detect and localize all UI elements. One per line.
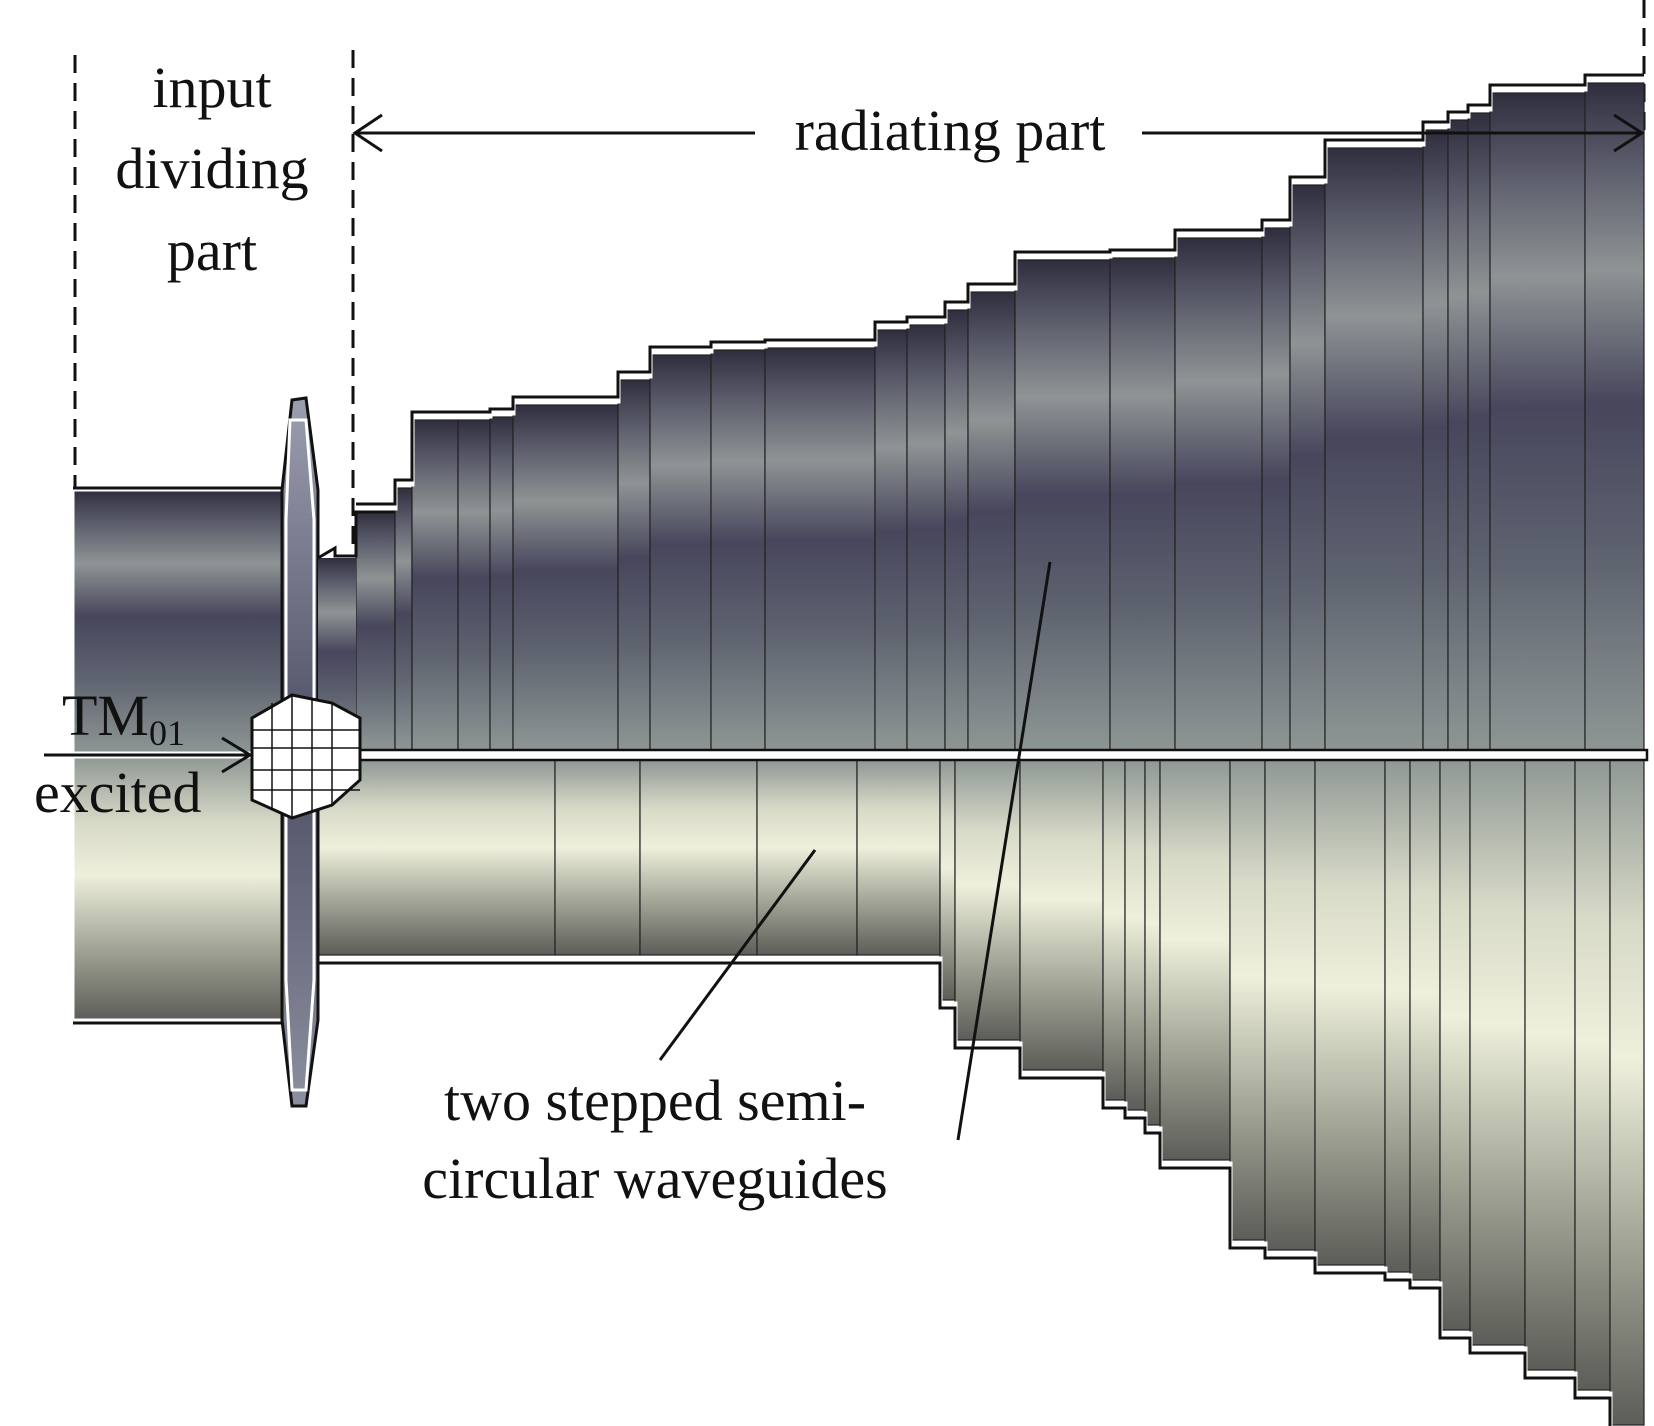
lower-waveguide-step — [1384, 759, 1411, 1273]
upper-waveguide-step — [764, 347, 876, 751]
upper-waveguide-step — [1422, 129, 1449, 751]
lower-waveguide-step — [1409, 759, 1441, 1281]
leader-line-lower — [658, 849, 817, 1061]
upper-waveguide-step — [906, 324, 946, 751]
upper-waveguide-step — [1447, 119, 1469, 751]
upper-waveguide-step — [617, 379, 651, 751]
input-waveguide-lower — [71, 755, 287, 1022]
leader-lines — [658, 561, 1052, 1141]
upper-waveguide-step — [394, 487, 413, 751]
upper-waveguide-step — [1467, 112, 1491, 751]
upper-waveguide-step — [967, 291, 1016, 751]
lower-waveguide-step — [1264, 759, 1316, 1251]
upper-waveguide-step — [1324, 147, 1424, 751]
upper-waveguide-step — [874, 329, 908, 751]
lower-waveguide-step — [1019, 759, 1104, 1071]
lower-waveguide-step — [1609, 759, 1645, 1426]
lower-waveguide-step — [554, 759, 641, 956]
lower-waveguide-step — [1439, 759, 1471, 1331]
upper-waveguide-step — [489, 416, 514, 751]
input-port — [250, 693, 362, 820]
upper-waveguide-step — [457, 419, 491, 751]
upper-waveguide-step — [355, 511, 396, 751]
neck-outline — [317, 510, 395, 560]
upper-step-outline — [356, 73, 1644, 506]
upper-waveguide-step — [1014, 259, 1111, 751]
input-label-line2: dividing — [115, 136, 308, 201]
lower-waveguide-step — [856, 759, 941, 956]
lower-waveguide-step — [756, 759, 858, 956]
lower-waveguide-step — [1469, 759, 1526, 1346]
input-waveguide-upper — [71, 488, 287, 755]
upper-waveguide-step — [1261, 227, 1291, 751]
lower-waveguide-step — [1144, 759, 1161, 1126]
leader-line-upper — [956, 561, 1052, 1141]
radiating-part-label: radiating part — [795, 98, 1106, 163]
dividing-disk-inner — [284, 418, 316, 1092]
radiating-arrow — [352, 113, 1645, 153]
lower-waveguide-step — [1102, 759, 1126, 1101]
upper-waveguide — [355, 73, 1645, 751]
upper-waveguide-step — [944, 309, 969, 751]
lower-waveguide-step — [1229, 759, 1266, 1241]
excited-label: excited — [34, 760, 201, 825]
lower-waveguide — [317, 759, 1645, 1426]
upper-waveguide-step — [512, 404, 619, 751]
upper-waveguide-step — [1289, 184, 1326, 751]
upper-waveguide-step — [710, 349, 766, 751]
mode-label-subscript: 01 — [149, 713, 185, 753]
lower-waveguide-step — [1574, 759, 1611, 1391]
upper-waveguide-step — [1584, 82, 1645, 751]
mode-label-main: TM — [62, 683, 149, 748]
waveguides-label-line2: circular waveguides — [422, 1146, 887, 1211]
lower-waveguide-step — [1314, 759, 1386, 1266]
upper-waveguide-step — [1174, 237, 1263, 751]
lower-waveguide-step — [639, 759, 758, 956]
waveguides-label-line1: two stepped semi- — [444, 1068, 866, 1133]
excitation-arrow — [44, 736, 253, 774]
upper-waveguide-step — [1109, 257, 1176, 751]
input-label-line1: input — [152, 55, 271, 120]
input-label-line3: part — [167, 218, 257, 283]
upper-waveguide-step — [649, 354, 712, 751]
lower-waveguide-step — [954, 759, 1021, 1041]
upper-waveguide-step — [1489, 92, 1586, 751]
upper-waveguide-step — [411, 419, 459, 751]
lower-step-outline — [318, 961, 1612, 1426]
center-divider — [283, 748, 1649, 762]
lower-waveguide-step — [1124, 759, 1146, 1111]
lower-waveguide-step — [1159, 759, 1231, 1161]
mode-label: TM01 — [62, 683, 185, 753]
lower-waveguide-step — [1524, 759, 1576, 1371]
